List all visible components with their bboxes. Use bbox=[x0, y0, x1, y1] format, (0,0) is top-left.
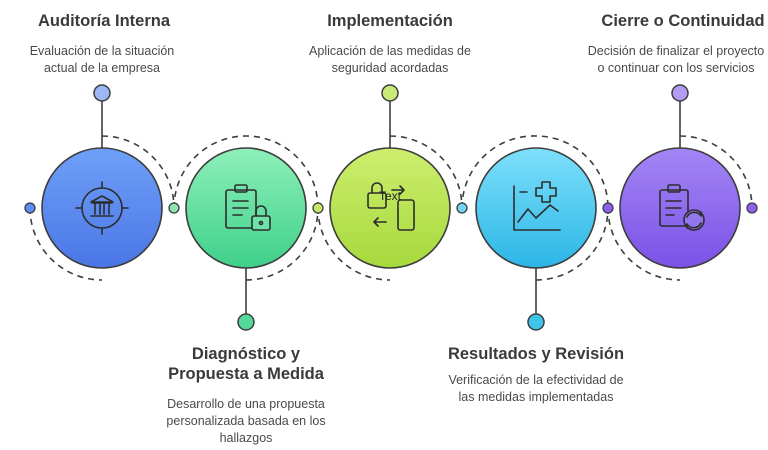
connector-arc-3 bbox=[245, 207, 319, 281]
stem-dots bbox=[93, 84, 689, 331]
stage-circle-3 bbox=[329, 147, 451, 269]
stage-4-title: Resultados y Revisión bbox=[447, 345, 625, 363]
connector-arc-7 bbox=[535, 207, 609, 281]
stem-dot-5 bbox=[671, 84, 689, 102]
stage-1-description: Evaluación de la situación actual de la … bbox=[29, 44, 175, 75]
chart-plus-icon bbox=[513, 181, 561, 231]
stage-2-description: Desarrollo de una propuesta personalizad… bbox=[166, 397, 326, 445]
stage-3-title: Implementación bbox=[327, 12, 453, 30]
stage-2-title: Diagnóstico y Propuesta a Medida bbox=[168, 345, 324, 383]
stage-1-title: Auditoría Interna bbox=[38, 12, 171, 30]
connector-arc-2 bbox=[173, 135, 319, 209]
junction-dots bbox=[24, 202, 758, 214]
junction-dot-4 bbox=[602, 202, 614, 214]
connector-arc-5 bbox=[389, 135, 463, 209]
junction-dot-2 bbox=[312, 202, 324, 214]
stem-dot-4 bbox=[527, 313, 545, 331]
connector-arc-4 bbox=[317, 207, 391, 281]
junction-dot-right bbox=[746, 202, 758, 214]
bank-target-icon bbox=[75, 181, 129, 235]
stem-dot-2 bbox=[237, 313, 255, 331]
stage-5-description: Decisión de finalizar el proyecto o cont… bbox=[587, 44, 765, 75]
connector-arc-1 bbox=[101, 135, 175, 209]
icon-text-label: Text bbox=[379, 189, 402, 203]
stage-circles bbox=[41, 147, 741, 269]
stage-3-description: Aplicación de las medidas de seguridad a… bbox=[309, 44, 471, 75]
stems bbox=[101, 101, 681, 315]
stage-circle-4 bbox=[475, 147, 597, 269]
junction-dot-3 bbox=[456, 202, 468, 214]
junction-dot-left bbox=[24, 202, 36, 214]
junction-dot-1 bbox=[168, 202, 180, 214]
lock-phone-sync-icon bbox=[367, 182, 415, 231]
stage-5-title: Cierre o Continuidad bbox=[601, 12, 765, 30]
connector-arc-8 bbox=[607, 207, 681, 281]
connector-left-arc bbox=[29, 207, 103, 281]
dashed-connectors bbox=[29, 135, 753, 281]
stem-dot-1 bbox=[93, 84, 111, 102]
connector-right-arc bbox=[679, 135, 753, 209]
connector-arc-6 bbox=[461, 135, 609, 209]
clipboard-refresh-icon bbox=[659, 184, 705, 231]
stage-4-description: Verificación de la efectividad de las me… bbox=[448, 373, 624, 404]
stem-dot-3 bbox=[381, 84, 399, 102]
stage-circle-1 bbox=[41, 147, 163, 269]
clipboard-lock-icon bbox=[225, 184, 271, 231]
